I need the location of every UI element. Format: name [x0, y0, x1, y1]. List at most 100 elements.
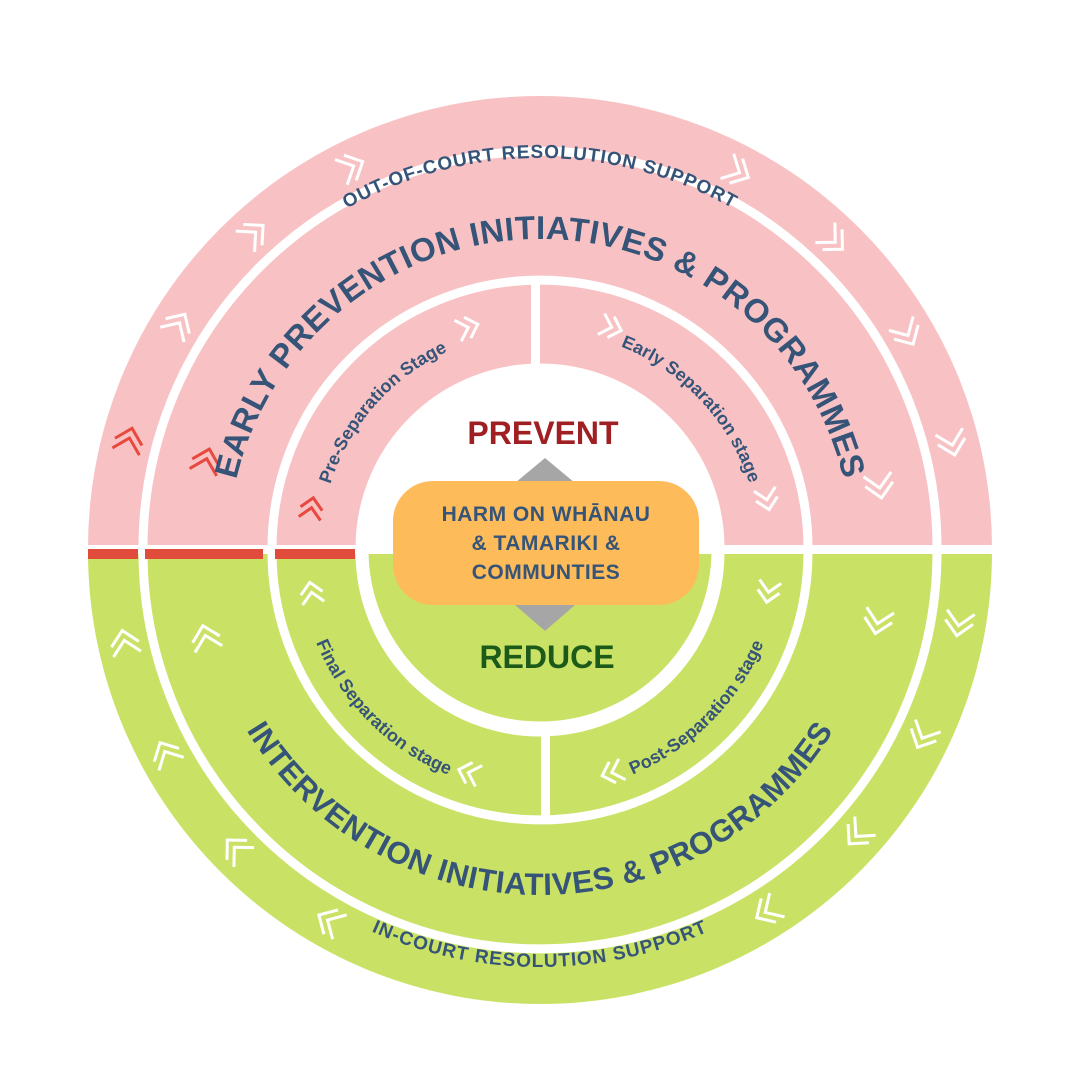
outer-chevron-14 [152, 740, 185, 771]
middle-chevron-3-a [193, 633, 223, 654]
divider-arc-top-0 [138, 146, 942, 549]
inner-chevron-2 [597, 312, 624, 339]
inner-chevron-0 [297, 495, 324, 522]
outer-chevron-14-a [157, 749, 185, 771]
inner-chevron-4-a [758, 578, 783, 595]
inner-chevron-4-b [756, 588, 781, 605]
inner-chevron-5-a [609, 758, 627, 782]
outer-chevron-0-a [111, 435, 141, 456]
outer-chevron-12-b [317, 908, 339, 935]
down-arrow-icon [515, 605, 575, 631]
outer-chevron-11-a [763, 892, 785, 919]
outer-chevron-8-b [944, 618, 974, 638]
outer-chevron-6-b [893, 324, 920, 346]
inner-chevron-3-b [755, 495, 779, 512]
outer-chevron-9-a [914, 719, 942, 741]
divider-arc-bottom-0 [138, 551, 942, 954]
red-accent-outer [88, 549, 138, 559]
outer-chevron-9 [909, 719, 942, 750]
outer-chevron-1 [159, 312, 191, 343]
outer-chevron-0 [111, 426, 144, 456]
outer-chevron-10 [846, 816, 876, 846]
outer-chevron-3 [334, 153, 365, 186]
ring-dividers [80, 146, 1000, 954]
inner-chevron-0-b [299, 495, 324, 512]
harm-line-2: & TAMARIKI & [471, 531, 621, 555]
harm-center-box: HARM ON WHĀNAU & TAMARIKI & COMMUNTIES [393, 481, 699, 605]
outer-chevron-7 [934, 427, 967, 457]
outer-chevron-5-b [822, 229, 844, 252]
outer-chevron-11-b [754, 898, 777, 924]
inner-chevron-7-a [301, 590, 326, 606]
stage-divider-top [531, 276, 540, 368]
prevent-label: PREVENT [467, 415, 619, 451]
outer-chevron-4-b [728, 158, 751, 185]
inner-chevron-0-a [297, 505, 322, 522]
outer-chevron-7-a [934, 427, 964, 448]
outer-chevron-3-a [334, 158, 356, 186]
middle-chevron-3 [191, 623, 223, 654]
outer-chevron-8 [944, 608, 976, 638]
outer-chevron-12 [317, 908, 348, 940]
middle-chevron-3-b [191, 623, 221, 644]
inner-chevron-6-a [466, 764, 483, 788]
ring-chevrons [110, 153, 976, 940]
outer-chevron-13-a [232, 845, 255, 868]
outer-chevron-7-b [937, 437, 967, 457]
outer-chevron-0-b [114, 426, 144, 447]
outer-chevron-13 [225, 838, 255, 868]
middle-chevron-0-a [188, 456, 218, 477]
outer-chevron-9-b [909, 728, 937, 750]
red-accent-inner [275, 549, 355, 559]
outer-chevron-1-a [159, 320, 186, 343]
outer-chevron-1-b [165, 312, 191, 334]
divider-arc-bottom-2 [355, 551, 725, 737]
outer-chevron-15-a [112, 638, 142, 658]
inner-chevron-3-a [753, 485, 777, 502]
reduce-label: REDUCE [479, 639, 614, 675]
red-accent-middle [145, 549, 263, 559]
outer-chevron-10-a [853, 816, 876, 838]
middle-chevron-1-b [864, 480, 895, 501]
outer-chevron-6-a [888, 315, 915, 338]
middle-chevron-2 [863, 606, 895, 636]
outer-chevron-13-b [225, 838, 248, 860]
harm-line-3: COMMUNTIES [471, 560, 621, 584]
inner-chevron-1 [453, 315, 480, 342]
stage-divider-bottom [541, 731, 550, 819]
outer-chevron-5-a [815, 222, 837, 245]
outer-chevron-8-a [945, 608, 976, 628]
divider-arc-top-2 [355, 363, 725, 549]
inner-chevron-1-a [453, 318, 471, 342]
middle-chevron-0 [188, 446, 221, 477]
harm-line-1: HARM ON WHĀNAU [441, 502, 651, 526]
inner-chevron-3 [753, 485, 779, 512]
inner-chevron-7 [299, 580, 326, 606]
inner-chevron-5 [600, 758, 627, 785]
outer-chevron-6 [888, 315, 920, 346]
inner-chevron-2-b [606, 315, 624, 339]
inner-chevron-6-b [456, 761, 474, 785]
up-arrow-icon [515, 458, 575, 483]
outer-chevron-15-b [110, 628, 140, 649]
inner-chevron-6 [456, 761, 483, 788]
inner-chevron-2-a [597, 312, 614, 336]
divider-arc-bottom-1 [267, 551, 813, 825]
outer-chevron-4-a [720, 153, 742, 180]
inner-chevron-1-b [463, 315, 480, 339]
outer-chevron-15 [110, 628, 142, 658]
middle-chevron-1-a [862, 471, 893, 491]
outer-chevron-11 [754, 892, 785, 924]
outer-chevron-10-b [846, 823, 869, 846]
inner-chevron-5-b [600, 761, 617, 785]
outer-chevron-3-b [343, 153, 365, 181]
middle-chevron-1 [862, 471, 895, 501]
outer-chevron-5 [815, 222, 844, 252]
outer-chevron-2-a [235, 229, 258, 253]
middle-chevron-2-b [863, 616, 893, 636]
middle-chevron-2-a [865, 606, 895, 626]
outer-chevron-14-b [152, 740, 180, 763]
inner-chevron-7-b [299, 580, 324, 597]
middle-chevron-0-b [191, 446, 221, 467]
